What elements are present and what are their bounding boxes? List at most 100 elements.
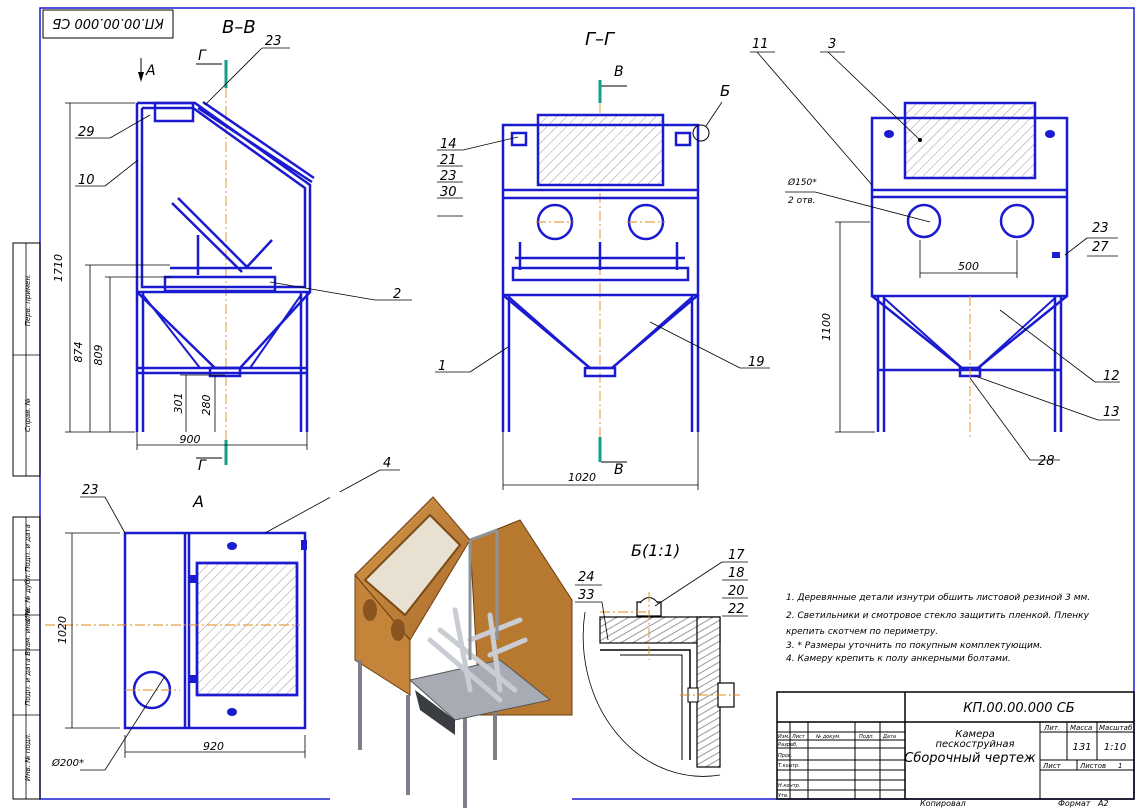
svg-text:Лист: Лист [1042,762,1062,770]
svg-text:1. Деревянные детали изнутри о: 1. Деревянные детали изнутри обшить лист… [786,593,1090,603]
svg-text:301: 301 [172,393,185,414]
svg-text:Утв.: Утв. [778,793,789,799]
title-block-text: КП.00.00.000 СБ Камера пескоструйная Сбо… [778,701,1133,808]
svg-text:Пров.: Пров. [778,753,793,759]
svg-text:Дата: Дата [882,734,896,740]
svg-text:Сборочный чертеж: Сборочный чертеж [904,751,1036,766]
svg-text:1100: 1100 [820,313,833,341]
svg-text:21: 21 [440,153,457,168]
svg-text:Г–Г: Г–Г [585,29,616,50]
svg-text:Лит.: Лит. [1043,724,1060,732]
svg-text:280: 280 [200,395,213,416]
svg-text:Подп. и дата: Подп. и дата [24,524,32,572]
svg-text:А: А [145,63,156,79]
svg-text:Н.контр.: Н.контр. [778,783,800,789]
svg-text:Б(1:1): Б(1:1) [631,541,680,560]
svg-text:1:10: 1:10 [1104,742,1126,753]
svg-text:14: 14 [440,137,457,152]
svg-text:18: 18 [728,566,745,581]
svg-text:1710: 1710 [52,254,65,282]
svg-text:3: 3 [828,37,836,52]
svg-text:30: 30 [440,185,457,200]
svg-text:10: 10 [78,173,95,188]
svg-text:29: 29 [78,125,95,140]
svg-text:Подп.: Подп. [859,734,874,740]
svg-text:В–В: В–В [222,17,256,38]
svg-text:1: 1 [438,359,446,374]
view-front: Ø150* 2 отв. 500 1100 23 27 12 13 28 11 … [750,37,1120,469]
svg-text:33: 33 [578,588,595,603]
svg-text:Т.контр.: Т.контр. [778,763,800,769]
svg-text:Инв. № дубл.: Инв. № дубл. [24,573,32,621]
svg-text:Взам. инв. №: Взам. инв. № [24,608,32,656]
svg-text:4. Камеру крепить к полу анкер: 4. Камеру крепить к полу анкерными болта… [786,654,1011,664]
svg-text:809: 809 [92,345,105,366]
svg-text:920: 920 [203,740,224,753]
svg-text:Г: Г [198,48,207,64]
svg-text:22: 22 [728,602,745,617]
svg-text:1020: 1020 [56,616,69,644]
title-block [776,691,1135,800]
render-3d [330,492,573,808]
svg-text:2: 2 [393,287,401,302]
svg-text:Копировал: Копировал [920,799,966,808]
svg-text:№ докум.: № докум. [815,734,841,740]
glass-right [903,101,1037,180]
svg-text:2 отв.: 2 отв. [788,196,816,206]
svg-text:28: 28 [1038,454,1055,469]
rotated-designation-box: КП.00.00.000 СБ [42,9,174,39]
svg-text:В: В [614,64,624,80]
svg-text:13: 13 [1103,405,1120,420]
svg-text:КП.00.00.000 СБ: КП.00.00.000 СБ [963,701,1075,716]
svg-text:Лист: Лист [791,734,806,740]
svg-text:Б: Б [720,82,730,100]
svg-text:пескоструйная: пескоструйная [935,739,1014,750]
svg-text:1: 1 [1118,762,1122,770]
view-a: А 23 4 1020 [45,456,400,771]
svg-text:Масштаб: Масштаб [1099,724,1133,732]
svg-text:23: 23 [82,483,99,498]
svg-text:А2: А2 [1097,799,1109,808]
svg-text:Изм.: Изм. [778,734,790,740]
svg-text:3. * Размеры уточнить по поку: 3. * Размеры уточнить по покупным компле… [786,641,1042,651]
svg-text:500: 500 [958,260,979,273]
svg-text:23: 23 [265,34,282,49]
svg-text:4: 4 [383,456,391,471]
view-bb: В–В Г Г А [52,17,412,474]
svg-text:Листов: Листов [1079,762,1106,770]
svg-text:Ø200*: Ø200* [51,757,84,769]
svg-text:23: 23 [440,169,457,184]
svg-text:17: 17 [728,548,745,563]
svg-text:В: В [614,462,624,478]
svg-text:27: 27 [1092,240,1109,255]
svg-text:Формат: Формат [1058,799,1091,808]
svg-text:20: 20 [728,584,745,599]
svg-text:11: 11 [752,37,769,52]
svg-text:Разраб.: Разраб. [778,742,798,748]
svg-text:Г: Г [198,458,207,474]
view-gg: Г–Г В В [435,29,770,490]
svg-text:874: 874 [72,342,85,363]
svg-text:131: 131 [1072,742,1091,753]
svg-text:КП.00.00.000 СБ: КП.00.00.000 СБ [52,15,164,30]
svg-text:Справ. №: Справ. № [24,398,32,432]
side-stamp: Перв. примен. Справ. № Подп. и дата Инв.… [12,242,41,800]
svg-text:2. Светильники и смотровое сте: 2. Светильники и смотровое стекло защити… [786,611,1090,621]
svg-text:24: 24 [578,570,595,585]
svg-text:1020: 1020 [568,471,596,484]
svg-text:А: А [192,492,204,511]
svg-text:19: 19 [748,355,765,370]
svg-text:12: 12 [1103,369,1120,384]
detail-b: Б(1:1) 24 33 17 18 20 22 [575,541,748,777]
svg-text:Инв. № подл.: Инв. № подл. [24,733,32,781]
svg-text:Перв. примен.: Перв. примен. [24,274,32,327]
svg-text:крепить скотчем по периметру.: крепить скотчем по периметру. [786,627,938,637]
svg-text:23: 23 [1092,221,1109,236]
svg-text:Камера: Камера [955,729,994,740]
svg-text:Масса: Масса [1070,724,1092,732]
svg-text:Подп. и дата: Подп. и дата [24,658,32,706]
glass-front [536,113,665,187]
svg-text:Ø150*: Ø150* [787,177,817,188]
svg-text:900: 900 [180,433,201,446]
